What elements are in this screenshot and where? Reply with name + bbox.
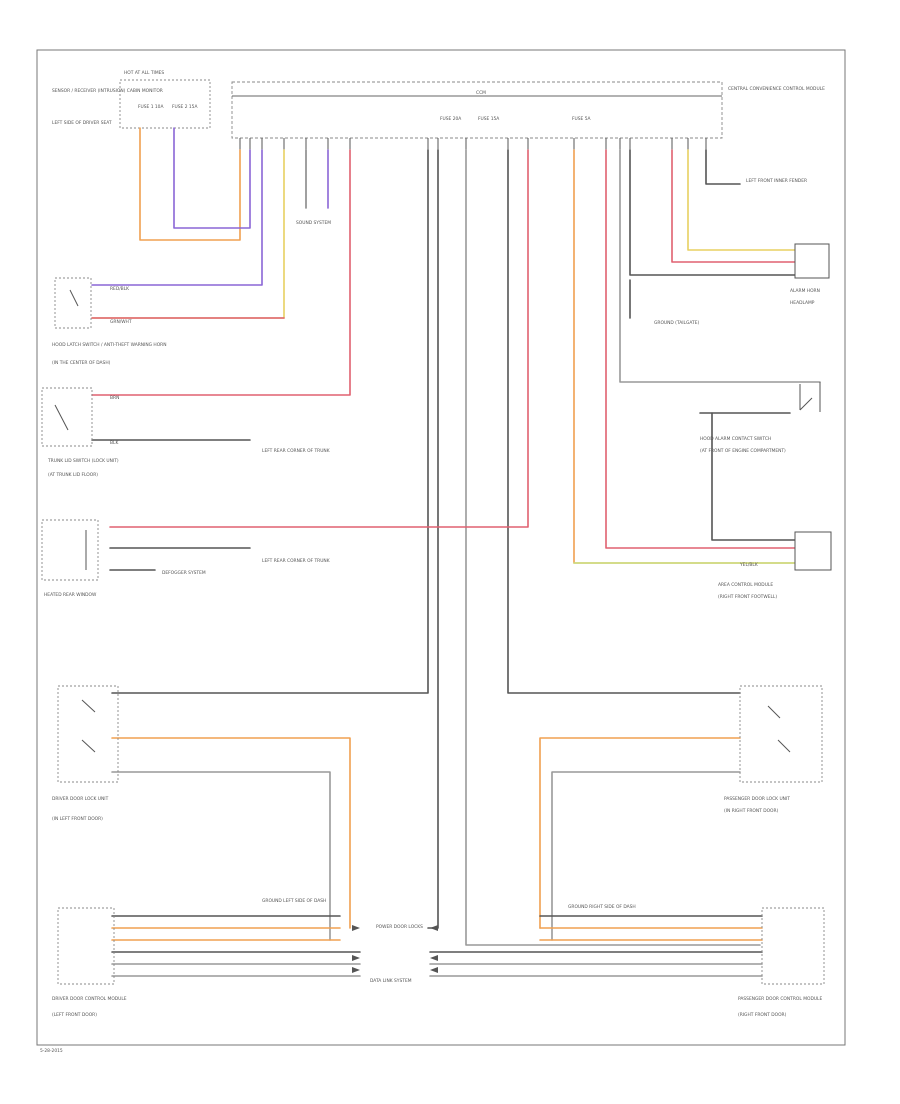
wire-violet-fuse (173, 127, 251, 229)
trunk-lid-switch (41, 387, 93, 447)
rh-door-lock-unit (739, 685, 823, 783)
wire-yellow-hood (91, 149, 285, 319)
wire-black-ground (705, 149, 741, 185)
fuse-c-label: FUSE 20A (440, 116, 461, 122)
wire-grey-lh-door (111, 771, 331, 941)
hood-contact-switch (799, 382, 821, 412)
alarm-horn-ground: LEFT FRONT INNER FENDER (746, 178, 807, 184)
diagram-frame (36, 49, 846, 1046)
fuse-d-label: FUSE 15A (478, 116, 499, 122)
hood-switch-loc: (IN THE CENTER OF DASH) (52, 360, 111, 366)
ccm-title: CENTRAL CONVENIENCE CONTROL MODULE (728, 86, 825, 92)
figure-id: 5-28-2015 (40, 1048, 63, 1054)
wire-black-center-d (507, 149, 741, 694)
wire-violet-hood (91, 149, 263, 286)
rh-door-switch-label: PASSENGER DOOR LOCK UNIT (724, 796, 790, 802)
wire-tag-ylw: YEL/BLK (739, 562, 758, 568)
lh-window-module-label: DRIVER DOOR CONTROL MODULE (52, 996, 127, 1002)
wire-orange-rh-door (539, 737, 741, 929)
connector-arrows (352, 925, 438, 973)
hood-latch-switch (54, 277, 92, 329)
defogger-label: DEFOGGER SYSTEM (162, 570, 206, 576)
wire-tag-red: RED/BLK (110, 286, 129, 292)
fuse-e-label: FUSE 5A (572, 116, 591, 122)
rh-window-module-label: PASSENGER DOOR CONTROL MODULE (738, 996, 822, 1002)
horn-label: ALARM HORN (790, 288, 820, 294)
wire-yellow-horn (687, 149, 796, 251)
fuse-a-label: FUSE 1 10A (138, 104, 163, 110)
fuse-box (119, 79, 211, 129)
wire-red-horn (671, 149, 796, 263)
wire-tag-blk: BLK (110, 440, 118, 446)
trunk-switch-label: TRUNK LID SWITCH (LOCK UNIT) (47, 458, 119, 464)
wire-orange-lh-door (111, 737, 351, 929)
heater-element-label: HEATED REAR WINDOW (44, 592, 97, 598)
heated-rear-window (41, 519, 99, 581)
interior-ground-label: GROUND (TAILGATE) (654, 320, 700, 326)
wire-red-area (605, 149, 796, 549)
power-lock-label: POWER DOOR LOCKS (376, 924, 423, 930)
wire-orange-area (573, 149, 796, 564)
sound-system-label: SOUND SYSTEM (296, 220, 331, 226)
trunk-switch-loc: (AT TRUNK LID FLOOR) (48, 472, 98, 478)
rh-door-control-module (761, 907, 825, 985)
lh-window-module-loc: (LEFT FRONT DOOR) (52, 1012, 97, 1018)
wire-red-trunk (91, 149, 351, 396)
wire-grey-center-c (465, 149, 761, 946)
defect-sensor-loc: LEFT SIDE OF DRIVER SEAT (52, 120, 112, 126)
horn-loc: HEADLAMP (790, 300, 815, 306)
wire-grey-rh-door (551, 771, 741, 941)
defect-sensor-label: SENSOR / RECEIVER (INTRUSION) CABIN MONI… (52, 88, 163, 94)
wire-orange-fuse (139, 127, 241, 241)
lh-door-switch-label: DRIVER DOOR LOCK UNIT (52, 796, 109, 802)
area-control-loc: (RIGHT FRONT FOOTWELL) (718, 594, 777, 600)
hood-contact-loc: (AT FRONT OF ENGINE COMPARTMENT) (700, 448, 786, 454)
lh-door-switch-loc: (IN LEFT FRONT DOOR) (52, 816, 103, 822)
wire-black-area-drop (711, 412, 796, 541)
ccm-bus-label: CCM (476, 90, 486, 96)
rh-door-switch-loc: (IN RIGHT FRONT DOOR) (724, 808, 779, 814)
wire-red-heater (109, 149, 529, 528)
wire-tag-brn: BRN (110, 395, 119, 401)
lh-door-lock-unit (57, 685, 119, 783)
wire-black-center-a (111, 149, 429, 694)
rh-window-module-loc: (RIGHT FRONT DOOR) (738, 1012, 787, 1018)
alarm-horn (794, 243, 830, 279)
rh-splice-label: GROUND RIGHT SIDE OF DASH (568, 904, 636, 910)
lh-bundle (111, 915, 361, 977)
area-control-module (794, 531, 832, 571)
heater-ground-label: LEFT REAR CORNER OF TRUNK (262, 558, 330, 564)
ccm-module (231, 81, 723, 139)
hood-contact-label: HOOD ALARM CONTACT SWITCH (700, 436, 771, 442)
trunk-ground-label: LEFT REAR CORNER OF TRUNK (262, 448, 330, 454)
wire-black-horn (629, 149, 796, 276)
lh-door-control-module (57, 907, 115, 985)
wire-tag-grn: GRN/WHT (110, 319, 132, 325)
central-splice-label: DATA LINK SYSTEM (370, 978, 412, 984)
hood-switch-label: HOOD LATCH SWITCH / ANTI-THEFT WARNING H… (52, 342, 167, 348)
fuse-box-label: HOT AT ALL TIMES (124, 70, 164, 76)
ccm-pins (239, 138, 707, 150)
area-control-label: AREA CONTROL MODULE (718, 582, 773, 588)
lh-splice-label: GROUND LEFT SIDE OF DASH (262, 898, 326, 904)
rh-bundle (429, 915, 763, 977)
fuse-b-label: FUSE 2 15A (172, 104, 197, 110)
wire-grey-area (619, 149, 821, 383)
wire-black-center-b (427, 149, 439, 929)
